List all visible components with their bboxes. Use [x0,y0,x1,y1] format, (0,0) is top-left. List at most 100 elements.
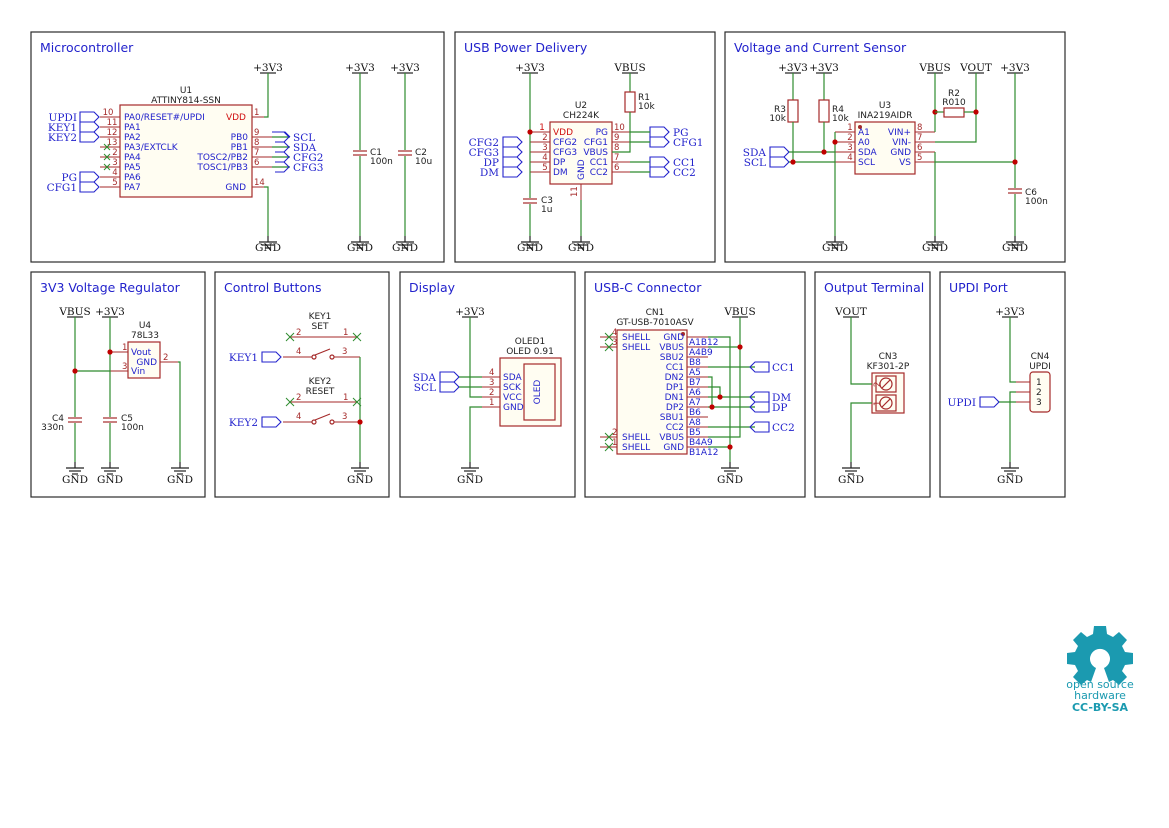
u1-pin-pb0-name: PB0 [231,133,249,143]
section-updi-frame [939,271,1066,498]
u2-pin-num: 9 [614,133,619,143]
u1-power: +3V3 GND [253,62,283,254]
u2-gnd-pin-num: 11 [570,186,580,197]
gnd-label: GND [347,474,373,486]
r4-value: 10k [832,114,849,124]
pwr-3v3-label: +3V3 [390,62,420,74]
u4-pin-name: Vout [131,348,152,358]
u1-pin-pa4-name: PA4 [124,153,141,163]
key1-pin: 2 [296,328,301,338]
net-dp: DP [484,157,499,169]
c4-value: 330n [41,423,64,433]
gnd-label: GND [568,242,594,254]
u4-pin-name: GND [136,358,157,368]
u1-pin-num: 9 [254,128,259,138]
cn1-pin-name: DP2 [666,403,684,413]
section-usb-pd-frame [454,31,716,263]
c5-value: 100n [121,423,144,433]
net-sda: SDA [413,372,437,384]
gnd-label: GND [347,242,373,254]
cn1-shell-label: SHELL [622,343,650,353]
net-scl: SCL [744,157,766,169]
u2-ref: U2 [575,101,587,111]
section-regulator-frame [30,271,206,498]
u2-ch224k: U2 CH224K VDD CFG2 CFG3 DP DM 1 2 3 4 5 … [530,101,630,200]
u1-pin-num: 6 [254,158,259,168]
u1-pin-pa3-name: PA3/EXTCLK [124,143,179,153]
cn1-pin-name: VBUS [659,343,684,353]
u1-ref: U1 [180,86,192,96]
cn1-shell-num: 2 [612,428,617,438]
u2-pin-name: CFG1 [584,138,608,148]
u1-attiny814: U1 ATTINY814-SSN PA0/RESET#/UPDI PA1 PA2… [100,86,272,198]
u3-ina219: U3 INA219AIDR A1 A0 SDA SCL 1 2 3 4 VIN+… [835,101,935,175]
c1-value: 100n [370,157,393,167]
cn1-pin-name: DN2 [665,373,684,383]
r2-ref: R2 [948,89,960,99]
pwr-3v3-label: +3V3 [455,306,485,318]
u2-pin-num: 10 [614,123,625,133]
net-sda: SDA [743,147,767,159]
key2-pin: 4 [296,412,301,422]
cn1-pin-name: GND [663,333,684,343]
u1-pin-pa0-name: PA0/RESET#/UPDI [124,113,205,123]
net-cc1: CC1 [673,157,696,169]
u3-pin-num: 4 [847,153,852,163]
section-terminal-frame [814,271,931,498]
oled-pin-num: 3 [489,378,494,388]
key1-pin: 1 [343,328,348,338]
section-title-sensor: Voltage and Current Sensor [734,40,907,55]
r1-value: 10k [638,102,655,112]
u3-pin-name: VIN+ [888,128,911,138]
key1-pin: 4 [296,347,301,357]
oled-display: OLED OLED1 OLED 0.91 SDA SCK VCC GND 4 3… [482,337,562,427]
u2-pin-num: 1 [539,123,545,133]
c2-ref: C2 [415,148,427,158]
u3-pin-name: SCL [858,158,875,168]
gear-icon [1067,626,1133,685]
r2-value: R010 [942,98,966,108]
u3-pin-num: 2 [847,133,852,143]
gnd-label: GND [97,474,123,486]
oshw-line2: hardware [1074,689,1126,702]
u1-vdd-pin-name: VDD [226,113,246,123]
net-cfg2: CFG2 [293,152,323,164]
cn1-pin-name: VBUS [659,433,684,443]
oled-pin-name: VCC [503,393,522,403]
net-key1: KEY1 [229,352,258,364]
gnd-label: GND [822,242,848,254]
oled-value: OLED 0.91 [506,347,554,357]
oled-pin-name: GND [503,403,524,413]
sensor-wiring: +3V3 R3 10k +3V3 R4 10k SDA SCL GND VBUS [743,62,1048,254]
u1-gnd-pin-num: 14 [254,178,265,188]
c5-ref: C5 [121,414,133,424]
net-cfg2: CFG2 [469,137,499,149]
cn1-shell-label: SHELL [622,443,650,453]
key2-pin: 2 [296,393,301,403]
u1-gnd-pin-name: GND [225,183,246,193]
section-title-usb-pd: USB Power Delivery [464,40,588,55]
net-pg: PG [673,127,688,139]
cn1-shell-num: 4 [612,328,617,338]
u1-pin-pa1-name: PA1 [124,123,141,133]
net-dm: DM [480,167,499,179]
oled-pin-num: 1 [489,398,494,408]
cn1-pin-num: A5 [689,368,701,378]
u2-pin-num: 7 [614,153,619,163]
net-updi: UPDI [948,397,976,409]
pwr-3v3-label: +3V3 [515,62,545,74]
gnd-label: GND [838,474,864,486]
u3-pin-name: A0 [858,138,870,148]
u2-pin-name: CC2 [590,168,608,178]
pwr-vbus-label: VBUS [613,62,645,74]
gnd-label: GND [517,242,543,254]
u2-pin-num: 8 [614,143,619,153]
oshw-line3: CC-BY-SA [1072,701,1129,714]
u2-pin-num: 3 [542,143,547,153]
cn1-ref: CN1 [646,308,665,318]
u3-pin-name: A1 [858,128,870,138]
net-cc2: CC2 [772,422,795,434]
section-title-updi: UPDI Port [949,280,1008,295]
cn1-pin-num: A8 [689,418,701,428]
pwr-vbus-label: VBUS [58,306,90,318]
